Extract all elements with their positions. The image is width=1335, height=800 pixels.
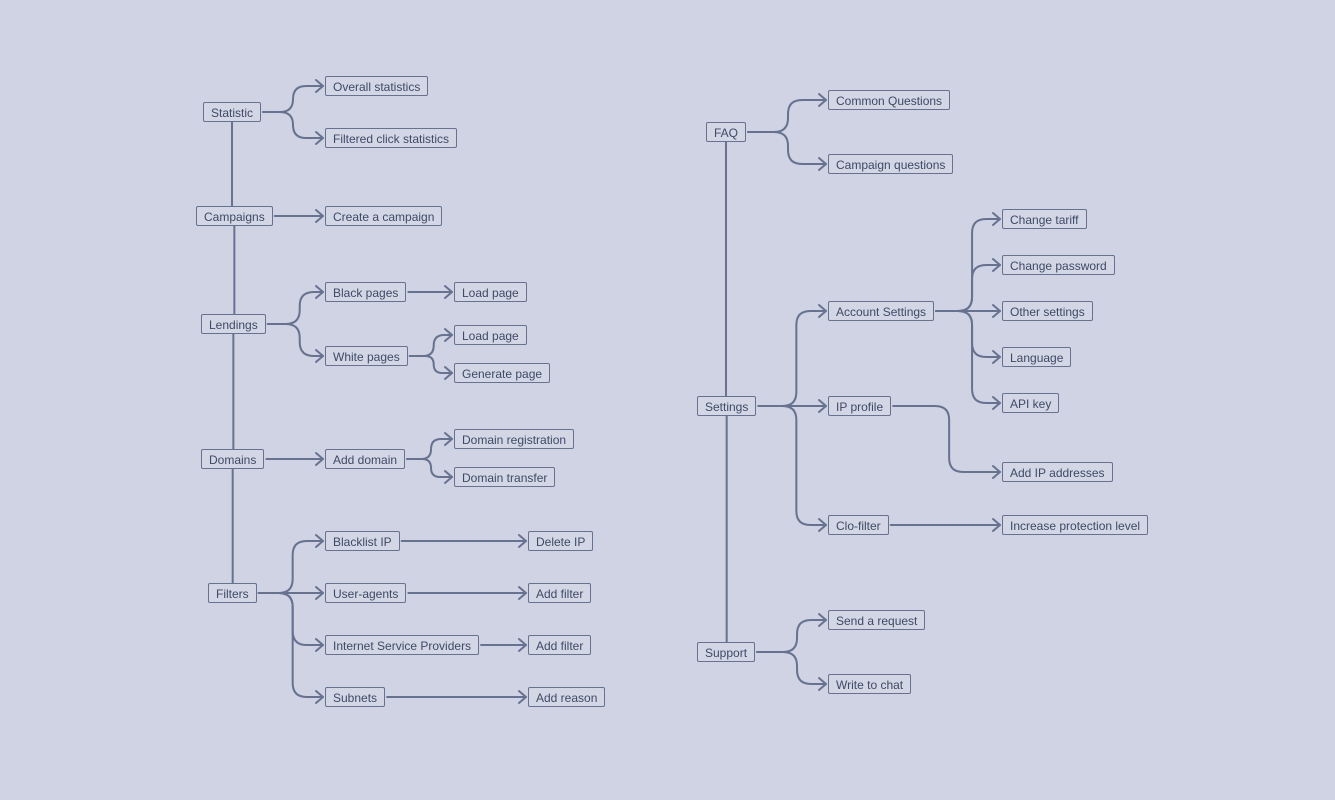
node-statistic[interactable]: Statistic bbox=[203, 102, 262, 122]
node-add-ip-addresses[interactable]: Add IP addresses bbox=[1002, 462, 1113, 482]
node-write-to-chat[interactable]: Write to chat bbox=[828, 674, 912, 694]
link-lendings-white bbox=[266, 323, 324, 357]
node-domain-registration[interactable]: Domain registration bbox=[454, 429, 575, 449]
link-settings-ip-arrowhead bbox=[818, 399, 827, 413]
link-statistic-overall-arrowhead bbox=[315, 79, 324, 93]
link-campaigns-create-arrowhead bbox=[315, 209, 324, 223]
link-filters-isp-arrowhead bbox=[315, 638, 324, 652]
link-account-4 bbox=[935, 310, 1001, 404]
link-statistic-filtered bbox=[262, 111, 324, 139]
node-domains[interactable]: Domains bbox=[201, 449, 265, 469]
link-settings-clo-arrowhead bbox=[818, 518, 827, 532]
link-account-1 bbox=[935, 264, 1001, 312]
link-ua-add-arrowhead bbox=[518, 586, 527, 600]
link-add-registration bbox=[406, 438, 453, 460]
node-add-domain[interactable]: Add domain bbox=[325, 449, 406, 469]
node-generate-page[interactable]: Generate page bbox=[454, 363, 551, 383]
node-lendings[interactable]: Lendings bbox=[201, 314, 266, 334]
link-lendings-black-arrowhead bbox=[315, 285, 324, 299]
node-delete-ip[interactable]: Delete IP bbox=[528, 531, 594, 551]
link-settings-account bbox=[757, 310, 827, 407]
node-add-filter-isp[interactable]: Add filter bbox=[528, 635, 592, 655]
node-white-pages[interactable]: White pages bbox=[325, 346, 408, 366]
link-support-send-arrowhead bbox=[818, 613, 827, 627]
node-support[interactable]: Support bbox=[697, 642, 756, 662]
link-clo-increase-arrowhead bbox=[992, 518, 1001, 532]
link-support-chat-arrowhead bbox=[818, 677, 827, 691]
node-increase-protection-level[interactable]: Increase protection level bbox=[1002, 515, 1149, 535]
node-filtered-click-statistics[interactable]: Filtered click statistics bbox=[325, 128, 458, 148]
node-isp[interactable]: Internet Service Providers bbox=[325, 635, 480, 655]
node-common-questions[interactable]: Common Questions bbox=[828, 90, 951, 110]
node-other-settings[interactable]: Other settings bbox=[1002, 301, 1093, 321]
link-white-generate bbox=[408, 355, 453, 374]
link-support-chat bbox=[756, 651, 827, 685]
node-settings[interactable]: Settings bbox=[697, 396, 757, 416]
link-lendings-black bbox=[266, 291, 324, 325]
node-black-pages[interactable]: Black pages bbox=[325, 282, 407, 302]
link-filters-ua-arrowhead bbox=[315, 586, 324, 600]
node-api-key[interactable]: API key bbox=[1002, 393, 1060, 413]
node-language[interactable]: Language bbox=[1002, 347, 1072, 367]
link-filters-subnets-arrowhead bbox=[315, 690, 324, 704]
link-settings-account-arrowhead bbox=[818, 304, 827, 318]
node-load-page-white[interactable]: Load page bbox=[454, 325, 527, 345]
link-statistic-filtered-arrowhead bbox=[315, 131, 324, 145]
link-ip-add-arrowhead bbox=[992, 465, 1001, 479]
link-isp-add-arrowhead bbox=[518, 638, 527, 652]
node-change-tariff[interactable]: Change tariff bbox=[1002, 209, 1087, 229]
node-campaign-questions[interactable]: Campaign questions bbox=[828, 154, 954, 174]
link-white-generate-arrowhead bbox=[444, 366, 453, 380]
link-filters-blacklist-arrowhead bbox=[315, 534, 324, 548]
node-add-filter-ua[interactable]: Add filter bbox=[528, 583, 592, 603]
node-user-agents[interactable]: User-agents bbox=[325, 583, 407, 603]
link-statistic-overall bbox=[262, 85, 324, 113]
link-ip-add bbox=[892, 405, 1001, 473]
link-account-3-arrowhead bbox=[992, 350, 1001, 364]
node-ip-profile[interactable]: IP profile bbox=[828, 396, 892, 416]
link-account-0-arrowhead bbox=[992, 212, 1001, 226]
node-create-campaign[interactable]: Create a campaign bbox=[325, 206, 443, 226]
link-blacklist-delete-arrowhead bbox=[518, 534, 527, 548]
link-faq-common-arrowhead bbox=[818, 93, 827, 107]
link-support-send bbox=[756, 619, 827, 653]
node-clo-filter[interactable]: Clo-filter bbox=[828, 515, 889, 535]
link-account-3 bbox=[935, 310, 1001, 358]
link-account-4-arrowhead bbox=[992, 396, 1001, 410]
node-load-page-black[interactable]: Load page bbox=[454, 282, 527, 302]
node-domain-transfer[interactable]: Domain transfer bbox=[454, 467, 556, 487]
node-change-password[interactable]: Change password bbox=[1002, 255, 1115, 275]
node-filters[interactable]: Filters bbox=[208, 583, 257, 603]
node-send-request[interactable]: Send a request bbox=[828, 610, 926, 630]
link-white-load bbox=[408, 334, 453, 357]
link-domains-add-arrowhead bbox=[315, 452, 324, 466]
link-faq-campaign bbox=[747, 131, 827, 165]
node-add-reason[interactable]: Add reason bbox=[528, 687, 606, 707]
link-faq-campaign-arrowhead bbox=[818, 157, 827, 171]
link-account-1-arrowhead bbox=[992, 258, 1001, 272]
link-account-2-arrowhead bbox=[992, 304, 1001, 318]
node-faq[interactable]: FAQ bbox=[706, 122, 747, 142]
link-filters-subnets bbox=[257, 592, 324, 698]
node-subnets[interactable]: Subnets bbox=[325, 687, 386, 707]
node-campaigns[interactable]: Campaigns bbox=[196, 206, 273, 226]
link-add-registration-arrowhead bbox=[444, 432, 453, 446]
node-account-settings[interactable]: Account Settings bbox=[828, 301, 935, 321]
link-faq-common bbox=[747, 99, 827, 133]
link-add-transfer-arrowhead bbox=[444, 470, 453, 484]
link-white-load-arrowhead bbox=[444, 328, 453, 342]
link-filters-blacklist bbox=[257, 540, 324, 594]
link-subnets-add-arrowhead bbox=[518, 690, 527, 704]
link-settings-clo bbox=[757, 405, 827, 526]
link-black-load-arrowhead bbox=[444, 285, 453, 299]
link-lendings-white-arrowhead bbox=[315, 349, 324, 363]
node-overall-statistics[interactable]: Overall statistics bbox=[325, 76, 429, 96]
link-add-transfer bbox=[406, 458, 453, 478]
node-blacklist-ip[interactable]: Blacklist IP bbox=[325, 531, 400, 551]
